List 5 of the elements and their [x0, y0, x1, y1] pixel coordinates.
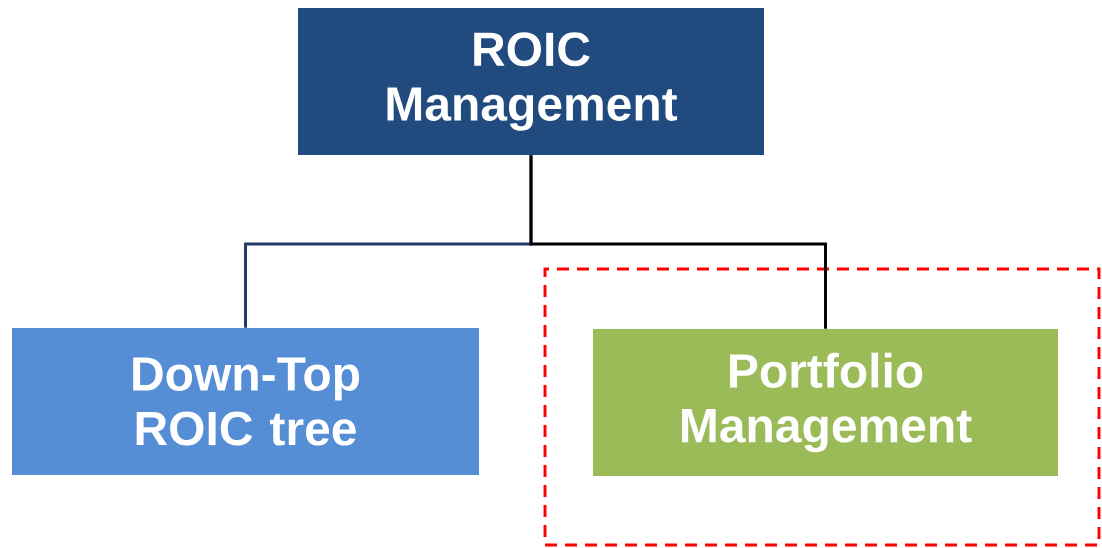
- connector-line: [529, 155, 827, 329]
- process-box: Portfolio Management: [593, 329, 1058, 476]
- highlight-frame: [543, 267, 1101, 547]
- process-box: ROIC Management: [298, 8, 764, 155]
- process-box: Down-Top ROIC tree: [12, 328, 479, 475]
